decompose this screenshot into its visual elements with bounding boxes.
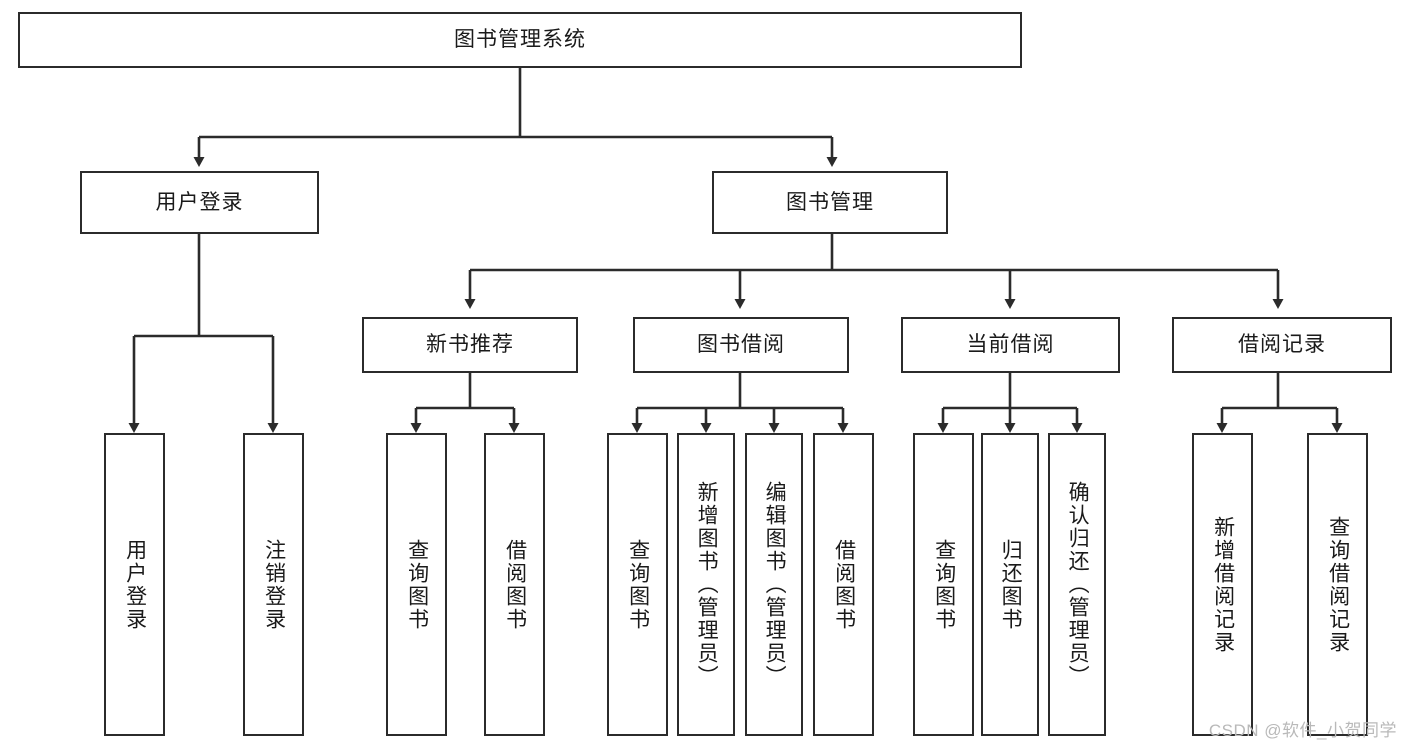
node-user-login[interactable]: 用户登录 [80, 171, 319, 234]
watermark-text: CSDN @软件_小贺同学 [1208, 721, 1397, 740]
node-label: 图书管理 [786, 190, 874, 214]
node-label: 图书借阅 [697, 333, 785, 357]
node-leaf-borrow-book-recommend[interactable]: 借阅图书 [484, 433, 545, 736]
node-new-book-recommend[interactable]: 新书推荐 [362, 317, 578, 373]
node-leaf-borrow-book[interactable]: 借阅图书 [813, 433, 874, 736]
node-label: 借阅图书 [832, 538, 856, 631]
node-label: 查询图书 [932, 538, 956, 631]
node-label: 借阅记录 [1238, 333, 1326, 357]
node-current-borrow[interactable]: 当前借阅 [901, 317, 1120, 373]
node-borrow-record[interactable]: 借阅记录 [1172, 317, 1392, 373]
node-label: 编辑图书（管理员） [763, 481, 787, 688]
node-leaf-return-book[interactable]: 归还图书 [981, 433, 1039, 736]
node-label: 图书管理系统 [454, 28, 586, 52]
node-leaf-add-borrow-record[interactable]: 新增借阅记录 [1192, 433, 1253, 736]
node-label: 新增借阅记录 [1211, 515, 1235, 654]
node-leaf-user-login[interactable]: 用户登录 [104, 433, 165, 736]
node-root-book-management-system[interactable]: 图书管理系统 [18, 12, 1022, 68]
node-leaf-query-book-borrow[interactable]: 查询图书 [607, 433, 668, 736]
node-label: 查询借阅记录 [1326, 515, 1350, 654]
node-leaf-query-book-recommend[interactable]: 查询图书 [386, 433, 447, 736]
node-leaf-add-book-admin[interactable]: 新增图书（管理员） [677, 433, 735, 736]
node-label: 新书推荐 [426, 333, 514, 357]
node-label: 用户登录 [155, 190, 244, 214]
node-label: 借阅图书 [503, 538, 527, 631]
node-label: 查询图书 [405, 538, 429, 631]
node-book-management[interactable]: 图书管理 [712, 171, 948, 234]
node-leaf-edit-book-admin[interactable]: 编辑图书（管理员） [745, 433, 803, 736]
node-label: 新增图书（管理员） [695, 481, 719, 688]
node-label: 注销登录 [262, 538, 286, 631]
node-leaf-confirm-return-admin[interactable]: 确认归还（管理员） [1048, 433, 1106, 736]
node-label: 当前借阅 [966, 333, 1055, 357]
node-leaf-logout[interactable]: 注销登录 [243, 433, 304, 736]
node-label: 查询图书 [626, 538, 650, 631]
node-book-borrow[interactable]: 图书借阅 [633, 317, 849, 373]
node-leaf-query-borrow-record[interactable]: 查询借阅记录 [1307, 433, 1368, 736]
node-leaf-query-book-current[interactable]: 查询图书 [913, 433, 974, 736]
node-label: 归还图书 [999, 538, 1023, 631]
node-label: 确认归还（管理员） [1066, 481, 1090, 688]
node-label: 用户登录 [123, 538, 147, 631]
